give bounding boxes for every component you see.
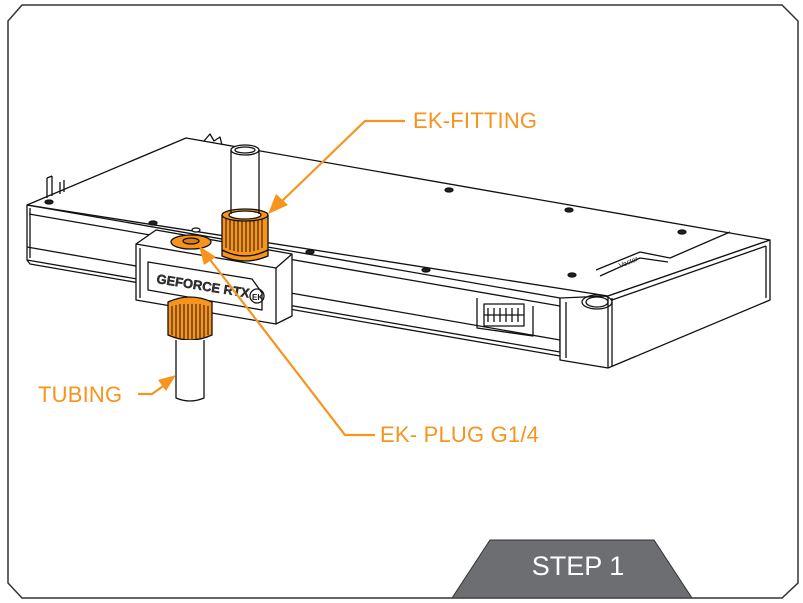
leader-fitting-arrowhead (268, 194, 288, 214)
leader-plug (207, 256, 375, 437)
gpu-waterblock-drawing: Vector GEFORCE R (26, 133, 771, 402)
leader-plug-arrowhead (199, 246, 216, 265)
label-tubing: TUBING (38, 382, 123, 407)
bridge-ek-logo-text: EK (252, 293, 263, 302)
step-badge-shape (451, 539, 693, 599)
frame-border (7, 4, 799, 599)
label-ek-fitting: EK-FITTING (413, 108, 538, 133)
step-badge-label: STEP 1 (531, 551, 625, 581)
tubing-top (230, 144, 260, 214)
leader-tubing-arrowhead (158, 375, 176, 391)
label-ek-plug: EK- PLUG G1/4 (380, 422, 540, 447)
power-connector (476, 298, 534, 337)
small-screw (191, 227, 201, 233)
screw-holes (44, 187, 687, 278)
block-raised-panel (595, 231, 731, 271)
ek-plug (170, 227, 212, 250)
callout-leaders (138, 119, 405, 437)
bracket-tab (46, 175, 53, 198)
end-cap-emblem (581, 294, 613, 310)
bridge-ek-logo (249, 288, 265, 304)
ek-fitting-bottom (167, 296, 213, 341)
ek-fitting-top (221, 208, 269, 262)
leader-fitting (279, 119, 405, 204)
tubing-bottom (175, 340, 205, 402)
leader-tubing (138, 383, 167, 396)
